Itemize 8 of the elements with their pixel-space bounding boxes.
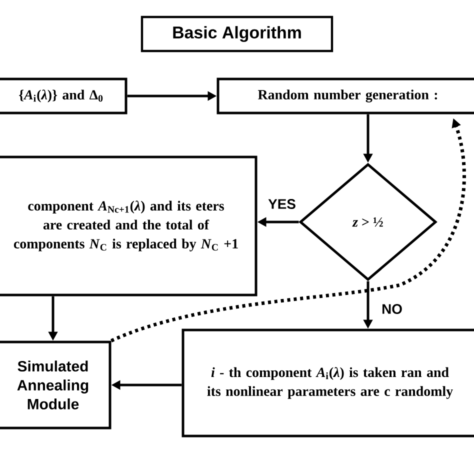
process-box: Random number generation : bbox=[216, 78, 474, 114]
title-box: Basic Algorithm bbox=[140, 16, 334, 52]
process-box: component A$_{Nc+1}$(λ) and its eters are created and the total of components N$_{C}$ is replaced by N$_{C}$ +1 bbox=[0, 156, 258, 296]
process-box: {A$_{i}$(λ)} and Δ$_{0}$ bbox=[0, 78, 128, 114]
edge-label: YES bbox=[267, 198, 297, 210]
process-box: i - th component A$_{i}$(λ) is taken ran and its nonlinear parameters are c randomly bbox=[182, 328, 474, 438]
edge-label: NO bbox=[380, 303, 404, 315]
process-box: Simulated Annealing Module bbox=[0, 340, 112, 430]
